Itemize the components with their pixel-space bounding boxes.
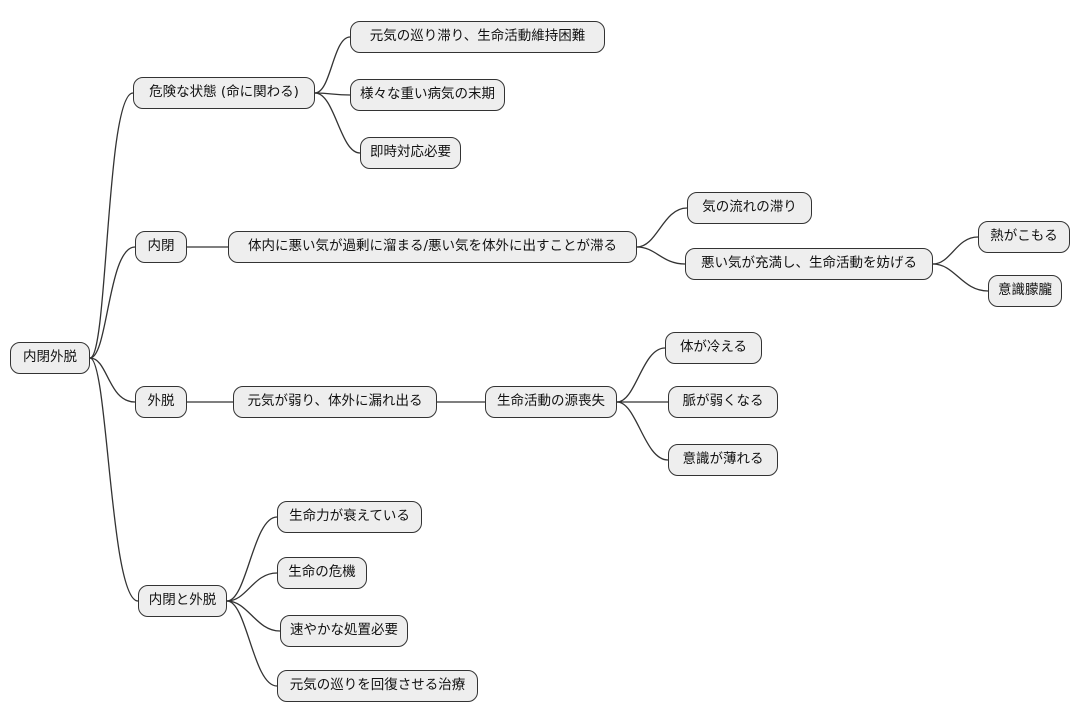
edge-root-internal-block	[89, 246, 136, 359]
node-evil-qi-accumulation: 体内に悪い気が過剰に溜まる/悪い気を体外に出すことが滞る	[228, 231, 637, 263]
edge-internal-and-external-prompt-treatment	[226, 600, 281, 632]
node-consciousness-hazy: 意識朦朧	[988, 275, 1062, 307]
node-vital-qi-leaks: 元気が弱り、体外に漏れ出る	[233, 386, 437, 418]
edge-internal-and-external-life-crisis	[226, 572, 278, 602]
node-prompt-treatment: 速やかな処置必要	[280, 615, 408, 647]
edge-root-external-collapse	[89, 357, 136, 403]
node-evil-qi-fills: 悪い気が充満し、生命活動を妨げる	[685, 248, 933, 280]
node-life-crisis: 生命の危機	[277, 557, 367, 589]
node-consciousness-fading: 意識が薄れる	[668, 444, 778, 476]
node-heat-trapped: 熱がこもる	[978, 221, 1070, 253]
edge-evil-qi-accumulation-flow-stagnation	[636, 207, 688, 248]
edge-dangerous-immediate-response	[314, 92, 361, 154]
node-dangerous-state: 危険な状態 (命に関わる)	[133, 77, 315, 109]
node-external-collapse: 外脱	[135, 386, 187, 418]
node-serious-disease-terminal: 様々な重い病気の末期	[350, 79, 505, 111]
node-immediate-response: 即時対応必要	[360, 137, 461, 169]
node-life-source-loss: 生命活動の源喪失	[485, 386, 617, 418]
node-qi-flow-stagnation: 気の流れの滞り	[687, 192, 812, 224]
node-internal-block: 内閉	[135, 231, 187, 263]
edge-evil-qi-accumulation-evil-qi-fills	[636, 246, 686, 265]
edge-life-source-loss-consciousness-fading	[616, 401, 669, 461]
edge-evil-qi-fills-consciousness-hazy	[932, 263, 989, 292]
edge-root-internal-and-external	[89, 357, 139, 602]
edge-internal-and-external-vitality-declining	[226, 516, 278, 602]
node-qi-stagnation-life-difficulty: 元気の巡り滞り、生命活動維持困難	[350, 21, 605, 53]
node-internal-and-external: 内閉と外脱	[138, 585, 227, 617]
edge-root-dangerous-state	[89, 92, 134, 359]
edge-life-source-loss-body-cold	[616, 347, 666, 403]
edge-internal-and-external-restore-qi-treatment	[226, 600, 278, 687]
node-restore-qi-treatment: 元気の巡りを回復させる治療	[277, 670, 478, 702]
edge-dangerous-qi-stagnation	[314, 36, 351, 94]
node-body-cold: 体が冷える	[665, 332, 762, 364]
edge-evil-qi-fills-heat-trapped	[932, 236, 979, 265]
node-pulse-weak: 脈が弱くなる	[668, 386, 778, 418]
node-vitality-declining: 生命力が衰えている	[277, 501, 422, 533]
node-root: 内閉外脱	[10, 342, 90, 374]
